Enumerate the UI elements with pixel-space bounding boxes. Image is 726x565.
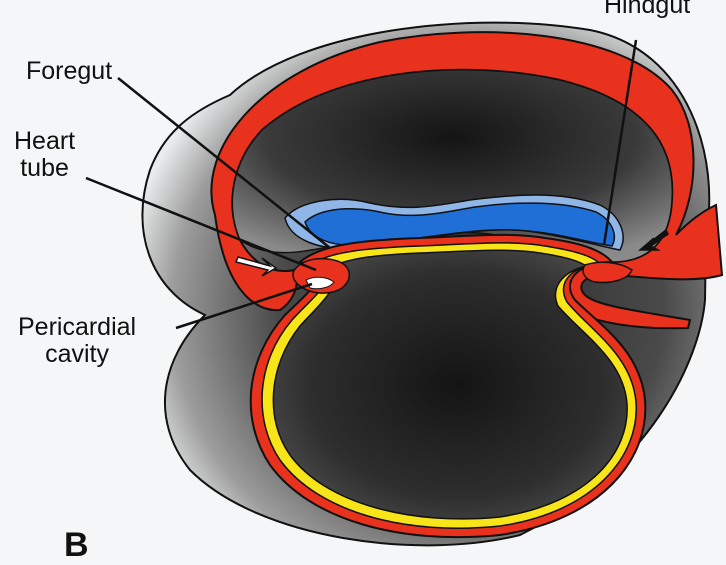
label-pericardial-cavity: Pericardial cavity: [18, 314, 136, 368]
panel-letter: B: [64, 526, 89, 565]
label-foregut: Foregut: [26, 58, 112, 85]
label-heart-tube: Heart tube: [14, 128, 75, 182]
label-hindgut: Hindgut: [604, 0, 690, 19]
